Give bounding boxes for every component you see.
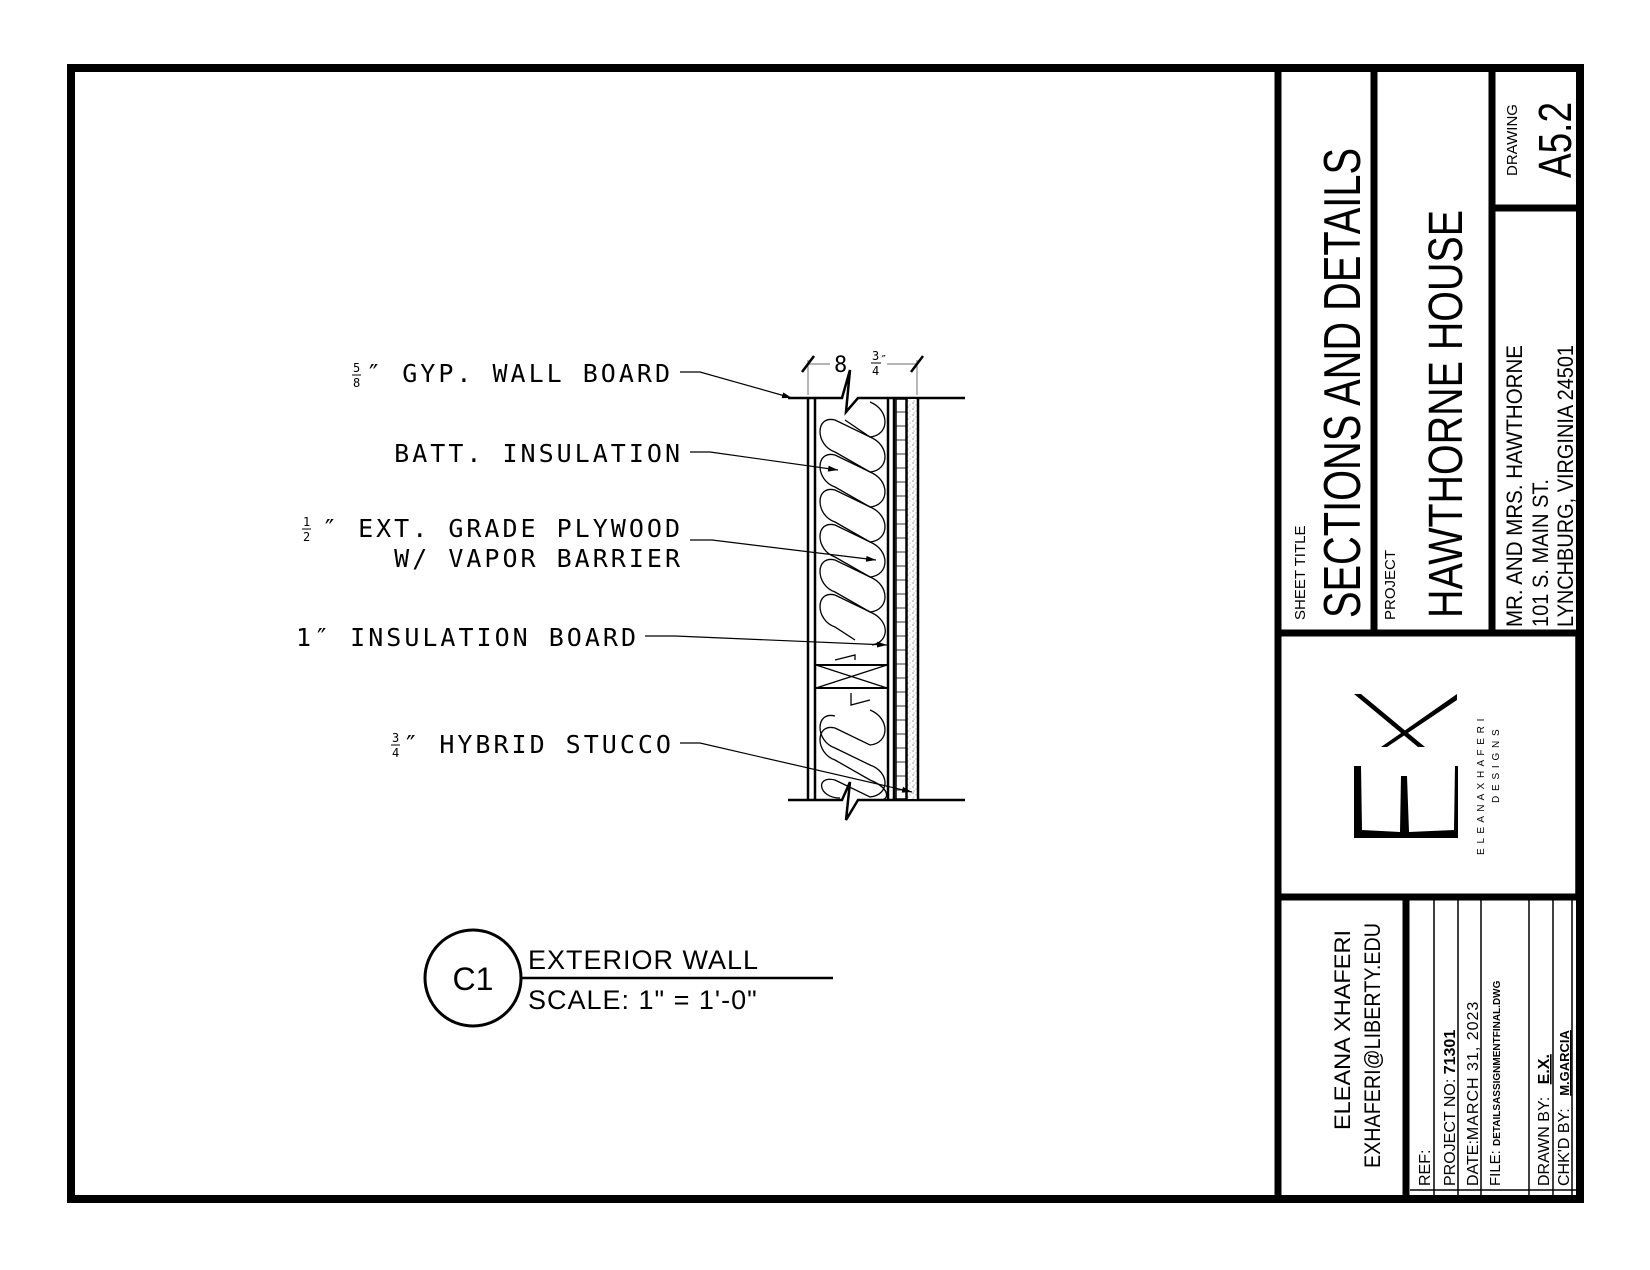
leader-lines — [645, 371, 913, 793]
detail-scale: SCALE: 1" = 1'-0" — [528, 985, 758, 1015]
label-vapor-barrier: W/ VAPOR BARRIER — [394, 544, 683, 573]
sheet-title-label: SHEET TITLE — [1292, 526, 1309, 620]
date-value: MARCH 31, 2023 — [1465, 1001, 1482, 1140]
file-label: FILE: — [1487, 1150, 1504, 1186]
svg-text:3: 3 — [392, 731, 399, 745]
designer-email: EXHAFERI@LIBERTY.EDU — [1360, 923, 1385, 1168]
drawn-by-value: E.X. — [1536, 1054, 1553, 1084]
ref-label: REF: — [1417, 1150, 1434, 1186]
label-insulation-board: 1″ INSULATION BOARD — [296, 623, 639, 652]
file-value: DETAILSASSIGNMENTFINAL.DWG — [1492, 980, 1503, 1146]
ex-logo-icon — [1354, 694, 1458, 838]
drawn-by-field: DRAWN BY: E.X. — [1536, 1054, 1553, 1186]
svg-text:8: 8 — [353, 376, 360, 390]
checked-by-field: CHK'D BY: M.GARCIA — [1556, 1029, 1573, 1186]
file-field: FILE: DETAILSASSIGNMENTFINAL.DWG — [1487, 980, 1504, 1186]
project-label: PROJECT — [1382, 550, 1399, 620]
drawn-by-label: DRAWN BY: — [1536, 1097, 1553, 1186]
client-line-2: 101 S. MAIN ST. — [1528, 479, 1553, 627]
label-plywood: ″ EXT. GRADE PLYWOOD — [322, 514, 683, 543]
client-line-3: LYNCHBURG, VIRGINIA 24501 — [1553, 345, 1578, 627]
project-no-value: 71301 — [1442, 1030, 1459, 1075]
logo-name-line-1: E L E A N A X H A F E R I — [1476, 718, 1487, 855]
label-hybrid-stucco: ″ HYBRID STUCCO — [403, 730, 674, 759]
project-no-field: PROJECT NO: 71301 — [1442, 1030, 1459, 1186]
project-name: HAWTHORNE HOUSE — [1420, 210, 1473, 618]
drawing-label: DRAWING — [1504, 104, 1521, 176]
dimension-numerator: 3 — [872, 349, 879, 363]
date-field: DATE:MARCH 31, 2023 — [1465, 1001, 1482, 1186]
dimension-unit: ″ — [880, 353, 887, 367]
checked-by-value: M.GARCIA — [1557, 1029, 1572, 1095]
svg-text:2: 2 — [303, 530, 310, 544]
project-no-label: PROJECT NO: — [1442, 1079, 1459, 1186]
checked-by-label: CHK'D BY: — [1556, 1108, 1573, 1186]
label-batt-insulation: BATT. INSULATION — [394, 439, 683, 468]
logo-name-line-2: D E S I G N S — [1491, 728, 1502, 803]
svg-text:1: 1 — [303, 515, 310, 529]
svg-text:4: 4 — [392, 746, 399, 760]
client-line-1: MR. AND MRS. HAWTHORNE — [1502, 345, 1527, 627]
label-gyp-board: ″ GYP. WALL BOARD — [366, 359, 673, 388]
svg-text:5: 5 — [353, 361, 360, 375]
dimension-denominator: 4 — [872, 364, 879, 378]
detail-title: EXTERIOR WALL — [528, 945, 759, 975]
detail-tag: C1 — [453, 961, 494, 997]
wall-section-detail — [788, 355, 965, 821]
label-fractions: 58 12 34 — [302, 361, 400, 760]
drawing-number: A5.2 — [1529, 102, 1581, 178]
designer-name: ELEANA XHAFERI — [1330, 930, 1355, 1130]
date-label: DATE: — [1465, 1140, 1482, 1186]
dimension-whole: 8 — [834, 353, 847, 378]
sheet-title: SECTIONS AND DETAILS — [1314, 148, 1372, 618]
